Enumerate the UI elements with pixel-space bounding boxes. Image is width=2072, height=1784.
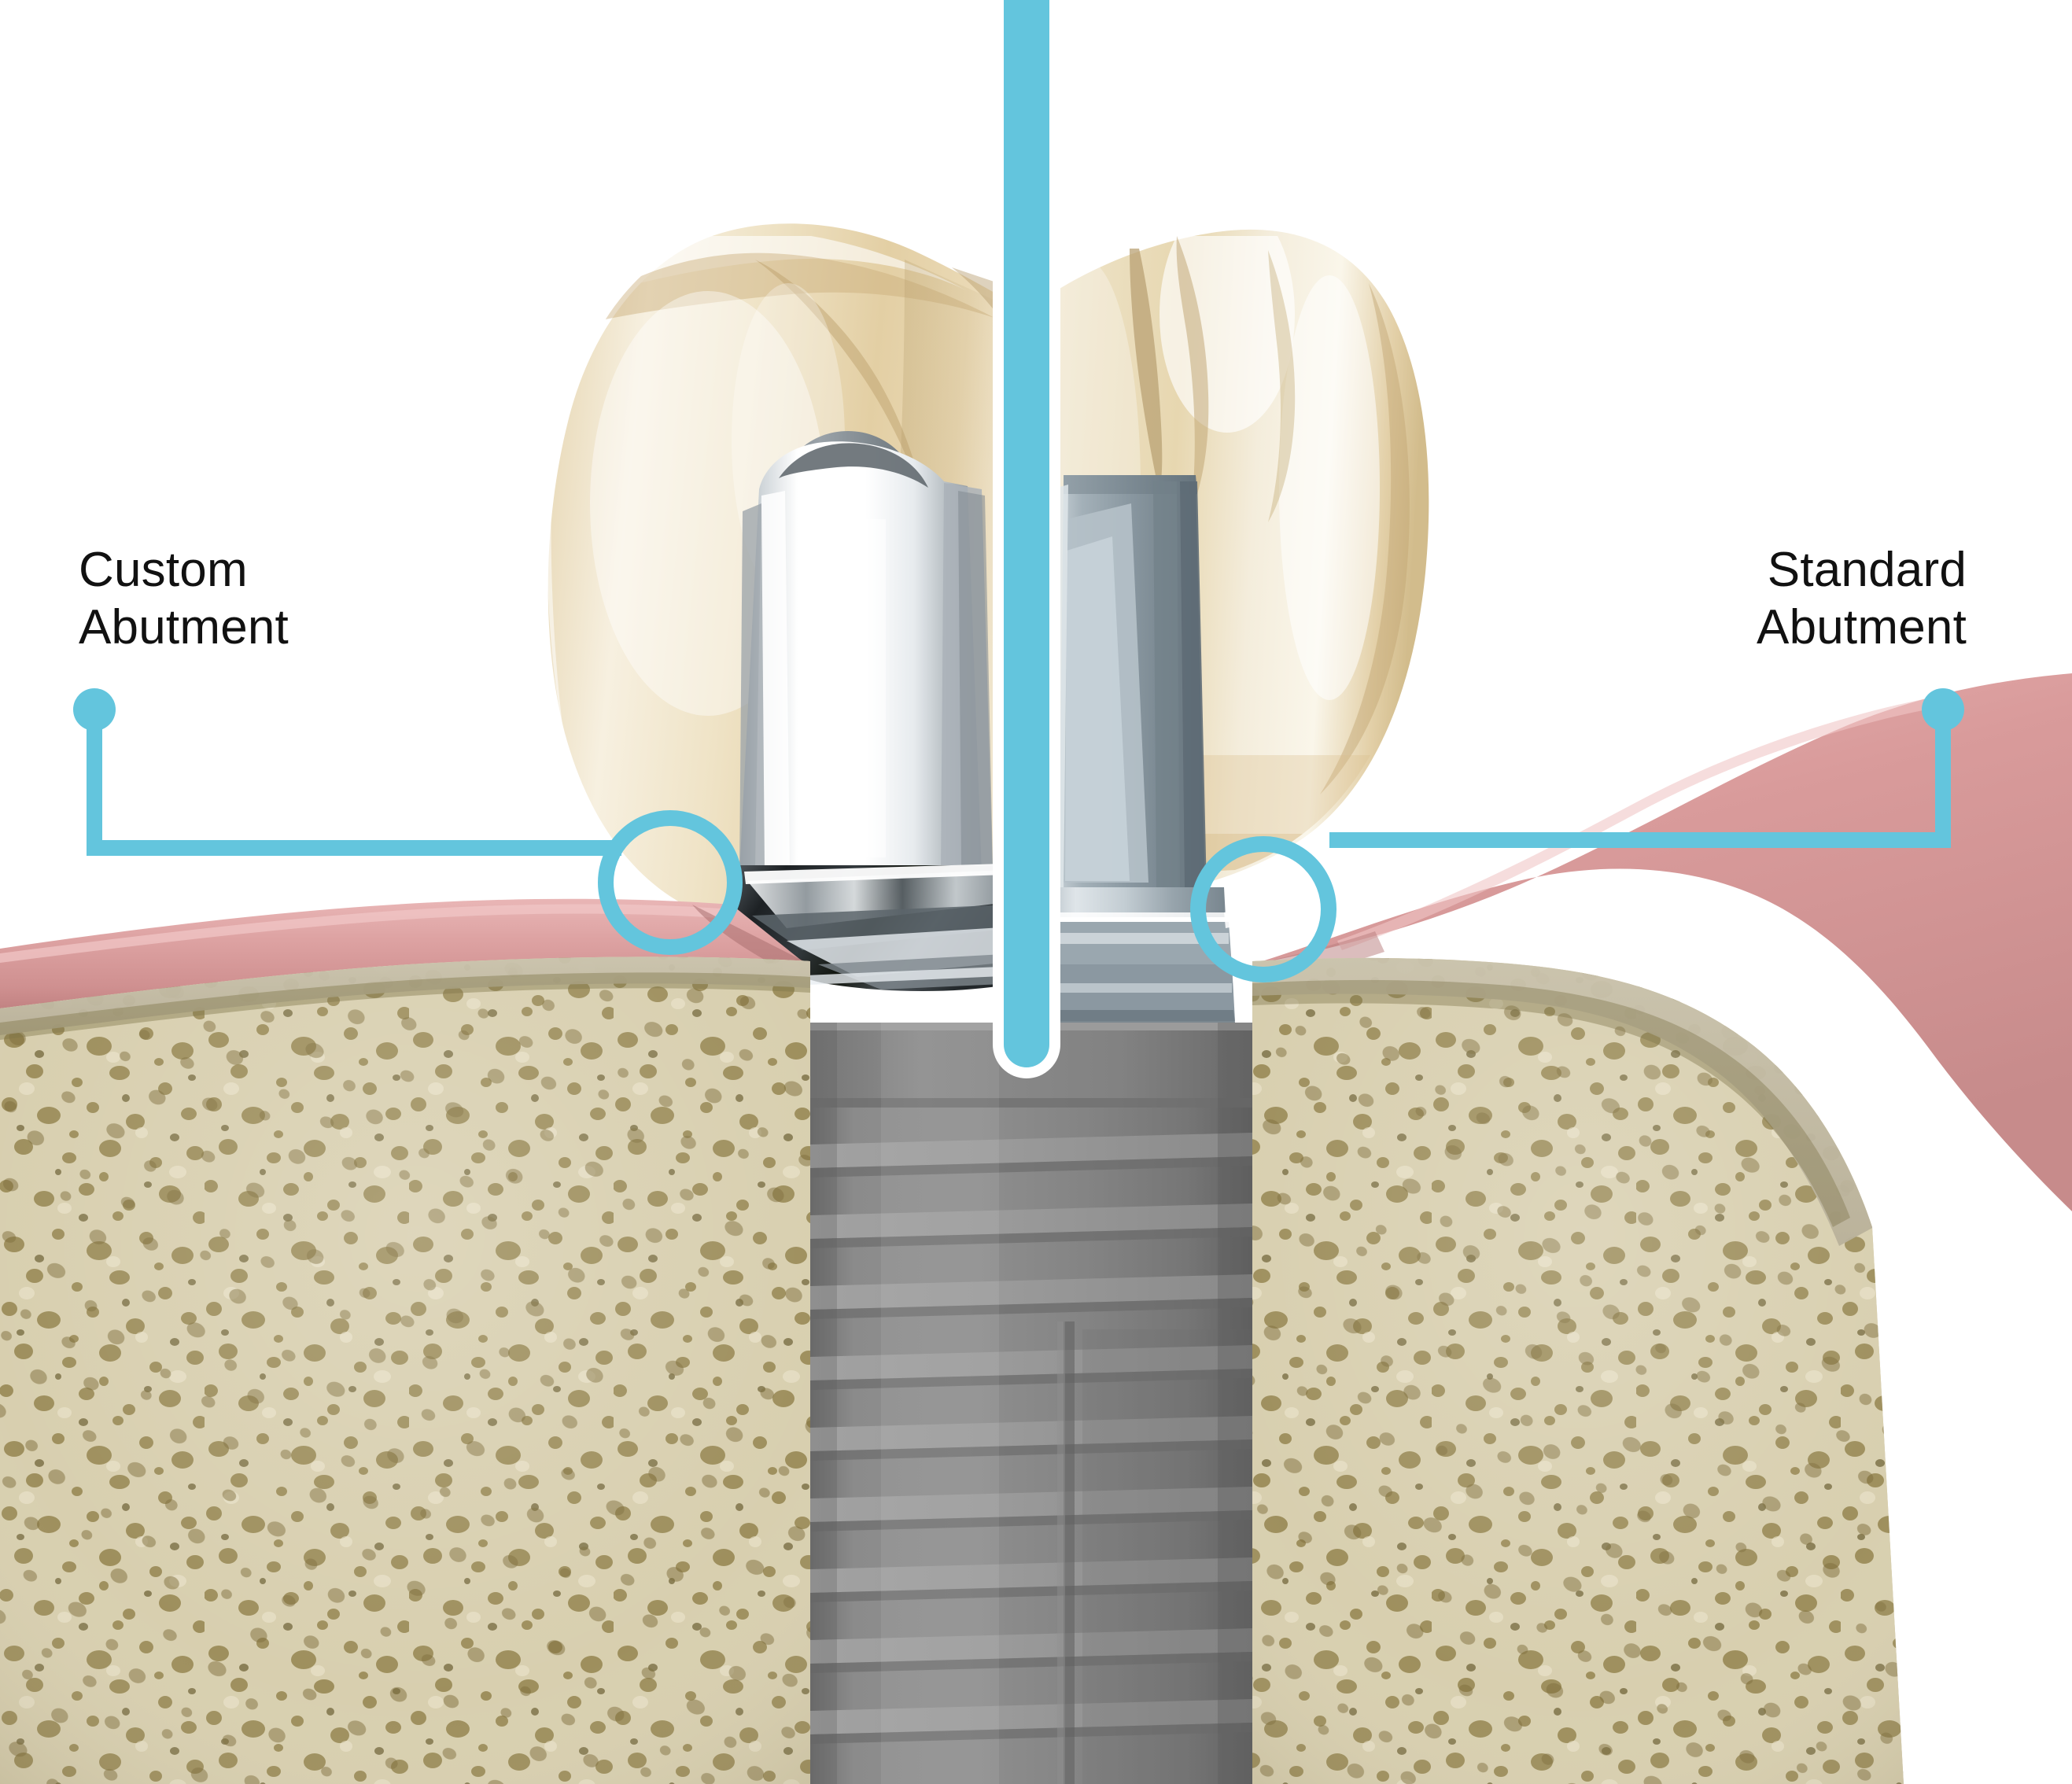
standard-abutment-metal: [1029, 475, 1235, 1023]
callout-standard-abutment[interactable]: [1190, 688, 1964, 982]
highlight-circle-standard: [1190, 836, 1336, 982]
implant-screw: [810, 1023, 1252, 1784]
alveolar-bone: [0, 957, 1904, 1784]
leader-line-standard: [1329, 710, 1951, 848]
implant-threads: [810, 1133, 1252, 1744]
callout-custom-abutment[interactable]: [73, 688, 743, 955]
label-custom-abutment: Custom Abutment: [79, 543, 289, 655]
label-standard-abutment: Standard Abutment: [1757, 543, 1967, 655]
leader-line-custom: [87, 710, 621, 856]
custom-abutment-ceramic: [732, 431, 1019, 992]
highlight-circle-custom: [598, 810, 743, 955]
